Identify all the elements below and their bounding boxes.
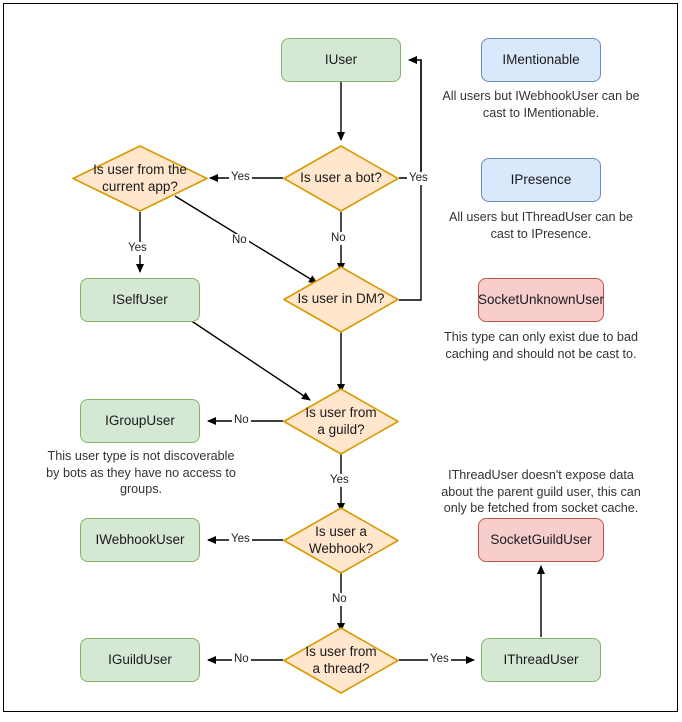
node-ipresence[interactable]: IPresence — [481, 158, 601, 202]
edge-isbot-yes-to-iuser — [399, 56, 422, 179]
node-iguilduser[interactable]: IGuildUser — [80, 638, 200, 682]
edge-label-guild-yes: Yes — [328, 474, 351, 487]
diamond-shape — [283, 627, 399, 694]
node-ithreaduser-label: IThreadUser — [503, 651, 579, 667]
node-socketunknownuser[interactable]: SocketUnknownUser — [478, 278, 604, 322]
node-iuser-label: IUser — [324, 51, 358, 67]
node-is-user-from-thread[interactable]: Is user from a thread? — [283, 627, 399, 694]
node-is-user-from-guild-label: Is user from a guild? — [305, 404, 377, 437]
diamond-shape — [283, 388, 399, 455]
node-socketunknownuser-label: SocketUnknownUser — [477, 291, 605, 307]
node-is-user-a-webhook[interactable]: Is user a Webhook? — [283, 507, 399, 574]
edge-label-isbot-to-currentapp-yes: Yes — [229, 171, 252, 184]
node-iselfuser[interactable]: ISelfUser — [80, 278, 200, 322]
note-imentionable: All users but IWebhookUser can be cast t… — [442, 89, 640, 120]
node-ipresence-label: IPresence — [510, 171, 572, 187]
node-imentionable[interactable]: IMentionable — [481, 38, 601, 82]
diamond-shape — [72, 145, 208, 212]
edge-label-thread-yes: Yes — [428, 653, 451, 666]
node-is-user-in-dm[interactable]: Is user in DM? — [283, 266, 399, 333]
diamond-shape — [283, 145, 399, 212]
edge-label-webhook-no: No — [330, 593, 349, 606]
node-imentionable-label: IMentionable — [502, 51, 580, 67]
node-is-user-a-webhook-label: Is user a Webhook? — [308, 523, 374, 556]
edge-label-webhook-yes: Yes — [229, 533, 252, 546]
node-igroupuser[interactable]: IGroupUser — [80, 399, 200, 443]
node-is-user-a-bot[interactable]: Is user a bot? — [283, 145, 399, 212]
note-ipresence: All users but IThreadUser can be cast to… — [448, 210, 634, 241]
node-socketguilduser-label: SocketGuildUser — [490, 531, 592, 547]
edge-label-currentapp-yes: Yes — [126, 242, 149, 255]
edge-label-bot-yes: Yes — [407, 172, 430, 185]
node-iwebhookuser-label: IWebhookUser — [95, 531, 185, 547]
node-is-user-from-guild[interactable]: Is user from a guild? — [283, 388, 399, 455]
node-is-user-a-bot-label: Is user a bot? — [300, 170, 382, 186]
node-is-user-from-current-app[interactable]: Is user from the current app? — [72, 145, 208, 212]
note-socketguilduser: IThreadUser doesn't expose data about th… — [441, 468, 641, 516]
node-is-user-from-current-app-label: Is user from the current app? — [93, 161, 187, 194]
edge-label-guild-no: No — [232, 414, 251, 427]
edge-label-bot-no: No — [329, 232, 348, 245]
note-socketunknownuser: This type can only exist due to bad cach… — [444, 330, 638, 361]
note-igroupuser: This user type is not discoverable by bo… — [46, 449, 236, 497]
node-socketguilduser[interactable]: SocketGuildUser — [478, 518, 604, 562]
edge-label-currentapp-no: No — [230, 234, 249, 247]
diamond-shape — [283, 507, 399, 574]
node-igroupuser-label: IGroupUser — [105, 412, 175, 428]
node-iguilduser-label: IGuildUser — [108, 651, 172, 667]
node-ithreaduser[interactable]: IThreadUser — [481, 638, 601, 682]
edge-iselfuser-to-isguild — [189, 319, 311, 401]
node-iwebhookuser[interactable]: IWebhookUser — [80, 518, 200, 562]
edge-label-thread-no: No — [232, 653, 251, 666]
page-border-frame — [3, 3, 678, 712]
edge-isdm-yes-to-iuser — [399, 60, 422, 301]
node-iuser[interactable]: IUser — [281, 38, 401, 82]
node-is-user-from-thread-label: Is user from a thread? — [305, 643, 377, 676]
node-is-user-in-dm-label: Is user in DM? — [297, 291, 385, 307]
node-iselfuser-label: ISelfUser — [112, 291, 168, 307]
